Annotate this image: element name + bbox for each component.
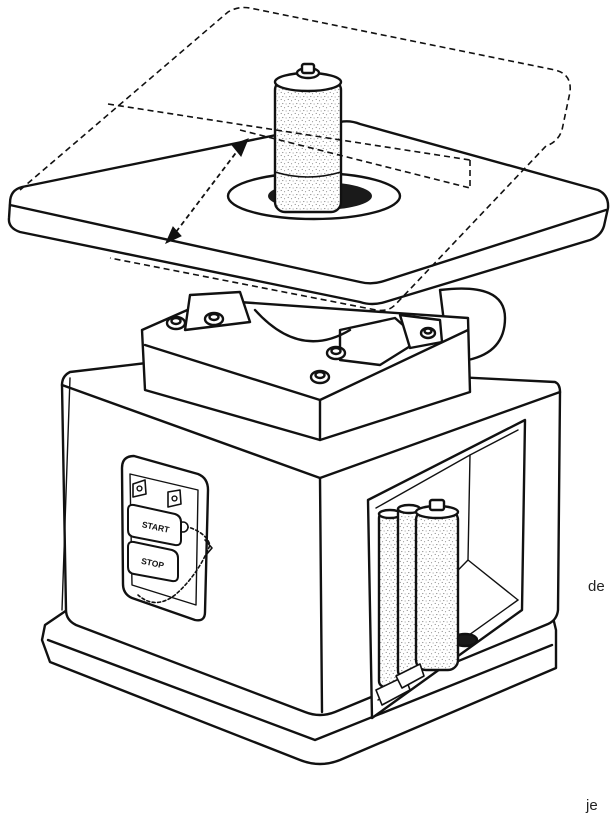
bolt [165, 315, 187, 331]
bolt [419, 326, 437, 340]
start-button: START [127, 503, 182, 547]
safety-key-chain [137, 521, 213, 604]
stop-button: STOP [127, 540, 179, 583]
cropped-edge-text: je [586, 797, 598, 814]
tilt-outline-inner [107, 103, 471, 190]
tilt-arrow [165, 138, 249, 245]
mounting-screw [167, 489, 182, 508]
spare-sanding-sleeve [414, 498, 460, 672]
stop-button-label: STOP [140, 556, 165, 571]
sanding-sleeve [273, 62, 343, 214]
mounting-block [140, 290, 472, 442]
spindle-clamp [375, 663, 425, 706]
tilt-outline [19, 6, 572, 312]
mounting-screw [132, 479, 147, 498]
bolt [309, 369, 331, 385]
bolt [325, 345, 347, 361]
cropped-edge-text: de [588, 578, 605, 595]
bolt [203, 311, 225, 327]
